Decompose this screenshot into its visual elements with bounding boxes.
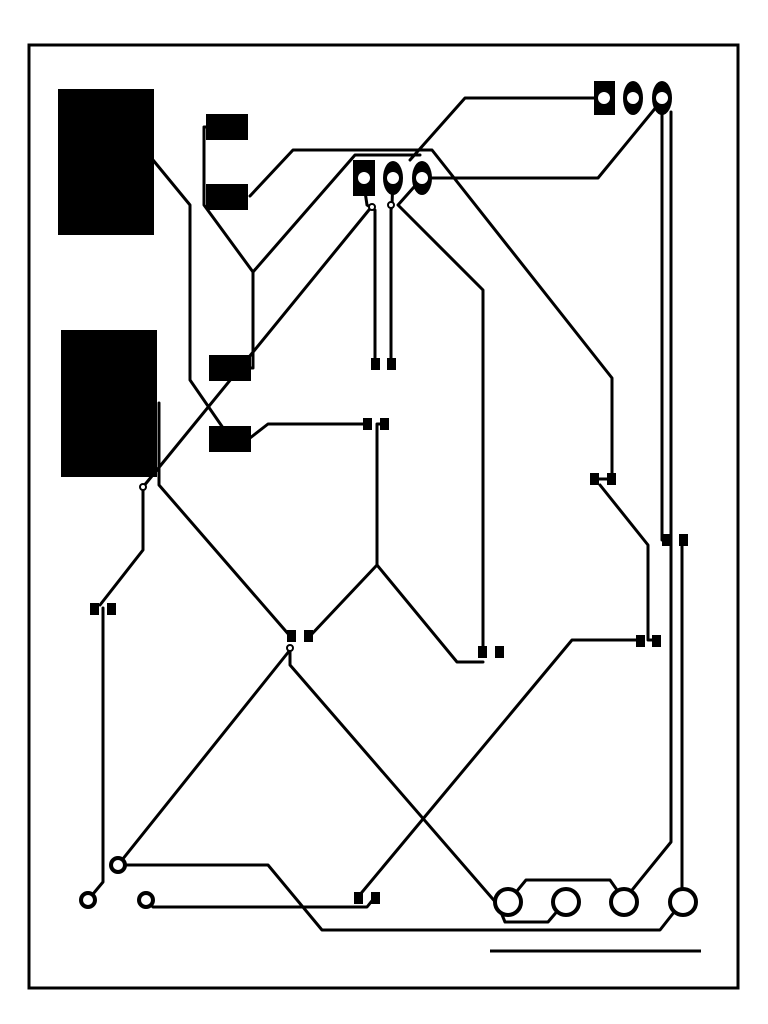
via (387, 201, 395, 209)
trace (151, 158, 232, 440)
large-pad (58, 89, 154, 235)
smd-pad (209, 355, 251, 381)
trace (622, 110, 673, 902)
through-hole-pad (137, 891, 155, 909)
small-pad (495, 646, 504, 658)
trace (202, 125, 255, 370)
trace (660, 98, 668, 542)
small-pad (354, 892, 363, 904)
pin-hole (627, 92, 639, 104)
smd-pad (209, 426, 251, 452)
vias (139, 201, 395, 652)
small-pad (107, 603, 116, 615)
connector-3pin-b (594, 81, 672, 115)
through-hole-pad (79, 891, 97, 909)
small-pad (679, 534, 688, 546)
through-hole-pad (668, 887, 698, 917)
small-pads (90, 358, 688, 904)
small-pad (371, 358, 380, 370)
trace (116, 863, 684, 932)
small-pad (636, 635, 645, 647)
trace (116, 648, 292, 867)
through-holes-bottom (493, 887, 698, 917)
via (139, 483, 147, 491)
pin-hole (598, 92, 610, 104)
through-hole-pad (551, 887, 581, 917)
trace (288, 648, 510, 907)
through-hole-pad (109, 856, 127, 874)
pin-hole (358, 172, 370, 184)
trace (86, 606, 105, 902)
small-pad (652, 635, 661, 647)
pin-hole (416, 172, 428, 184)
small-pad (607, 473, 616, 485)
via (286, 644, 294, 652)
via (368, 203, 376, 211)
through-holes-left (79, 856, 155, 909)
large-pad (61, 330, 157, 477)
small-pad (590, 473, 599, 485)
pin-hole (387, 172, 399, 184)
traces (86, 96, 684, 932)
trace (248, 148, 614, 481)
through-hole-pad (493, 887, 523, 917)
small-pad (363, 418, 372, 430)
pin-hole (656, 92, 668, 104)
connector-3pin-a (353, 160, 432, 196)
trace (98, 203, 375, 607)
smd-pad (206, 114, 248, 140)
trace (375, 422, 485, 664)
trace (396, 176, 485, 654)
trace (308, 563, 379, 638)
trace (356, 638, 642, 899)
trace (251, 153, 422, 274)
trace (157, 401, 292, 638)
board-outline (27, 43, 740, 990)
small-pad (304, 630, 313, 642)
through-hole-pad (609, 887, 639, 917)
small-pad (371, 892, 380, 904)
trace (248, 422, 369, 440)
trace (420, 98, 664, 180)
small-pad (90, 603, 99, 615)
trace (144, 895, 377, 909)
trace (598, 483, 660, 642)
smd-pad (206, 184, 248, 210)
trace (408, 96, 606, 162)
small-pad (387, 358, 396, 370)
small-pad (380, 418, 389, 430)
small-pad (478, 646, 487, 658)
small-pad (287, 630, 296, 642)
small-pad (662, 534, 671, 546)
